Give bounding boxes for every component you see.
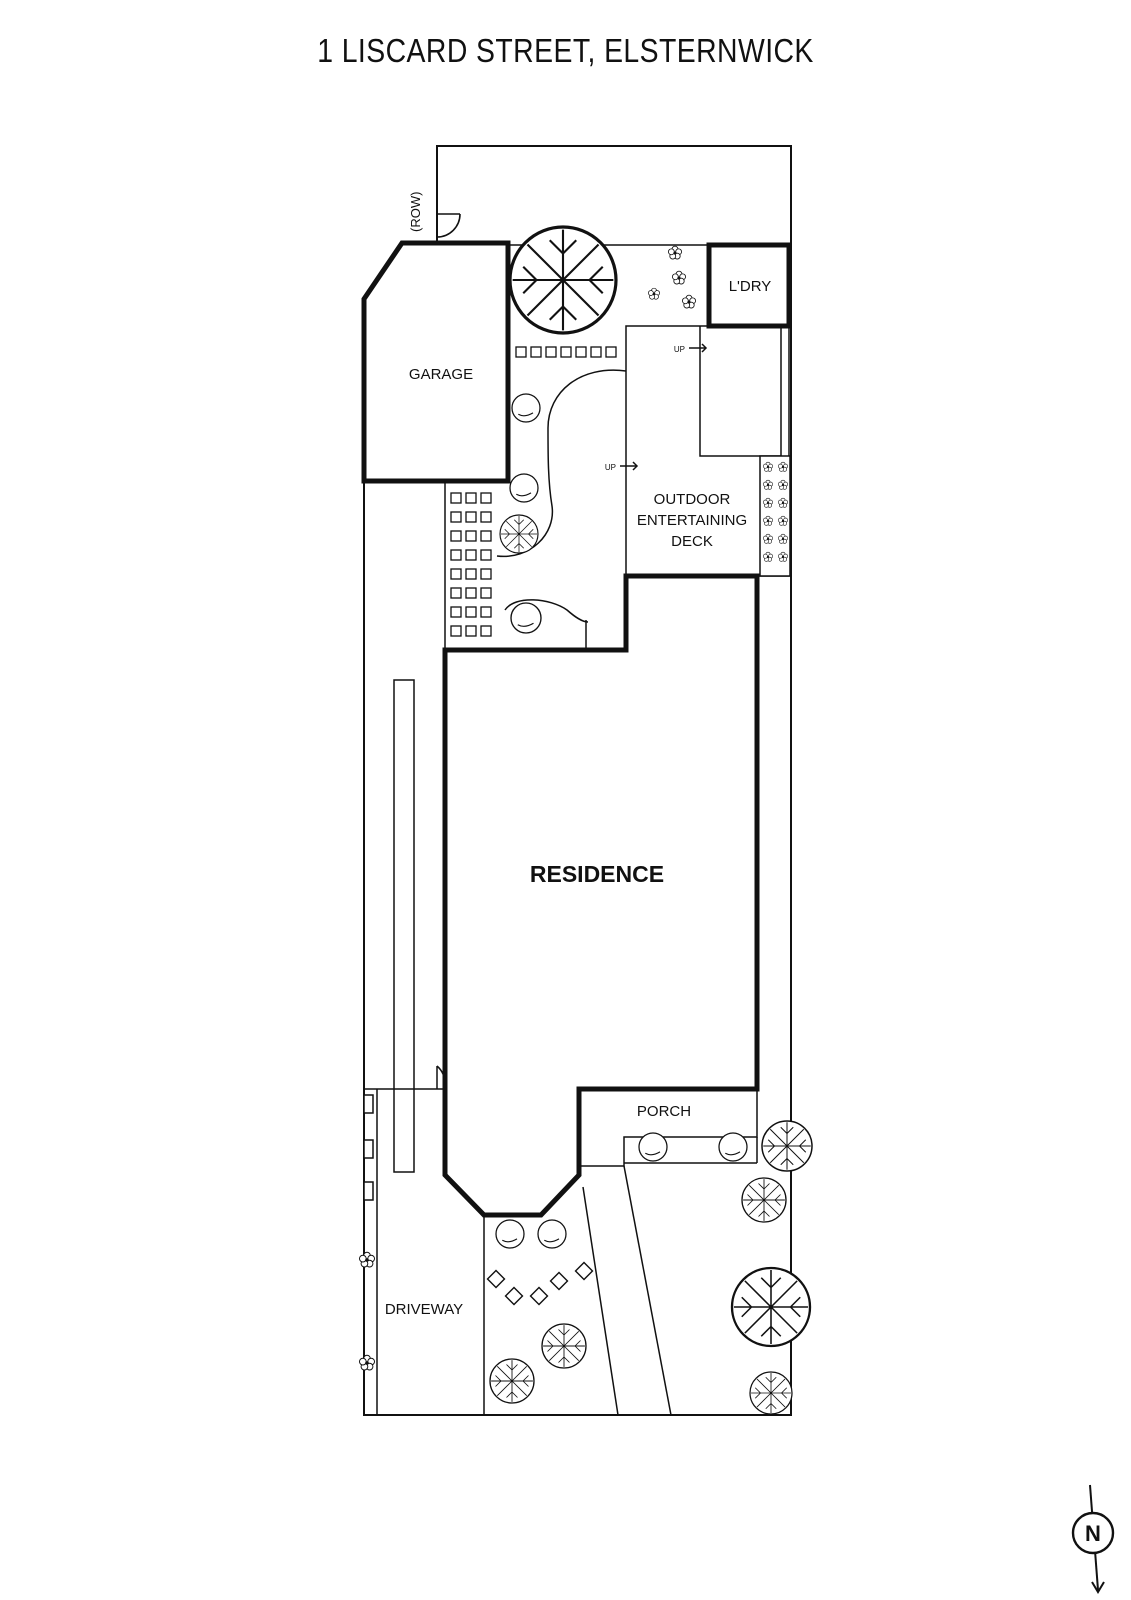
front-stepping-stones: [486, 1261, 594, 1306]
row-gate: [436, 213, 461, 238]
porch-label: PORCH: [637, 1103, 691, 1120]
porch: [579, 1089, 758, 1167]
side-fence: [363, 679, 446, 1415]
garage: [361, 240, 511, 484]
deck-label-line-1: OUTDOOR: [654, 491, 731, 508]
pavers-grid: [450, 492, 492, 637]
up-label-lower: UP: [605, 463, 616, 472]
garage-label: GARAGE: [409, 366, 473, 383]
up-label-upper: UP: [674, 345, 685, 354]
laundry-label: L'DRY: [729, 278, 772, 295]
deck-label-line-2: ENTERTAINING: [637, 512, 747, 529]
front-path: [483, 1165, 672, 1416]
north-arrow-icon: [1071, 1484, 1115, 1594]
north-label: N: [1085, 1521, 1101, 1546]
residence-label: RESIDENCE: [530, 861, 664, 887]
driveway-label: DRIVEWAY: [385, 1301, 463, 1318]
row-label: (ROW): [408, 192, 423, 232]
laundry: [706, 242, 792, 329]
residence: [442, 573, 760, 1218]
deck-label-line-3: DECK: [671, 533, 713, 550]
stepping-stones-row: [515, 346, 617, 358]
plan-title: 1 LISCARD STREET, ELSTERNWICK: [317, 32, 814, 69]
